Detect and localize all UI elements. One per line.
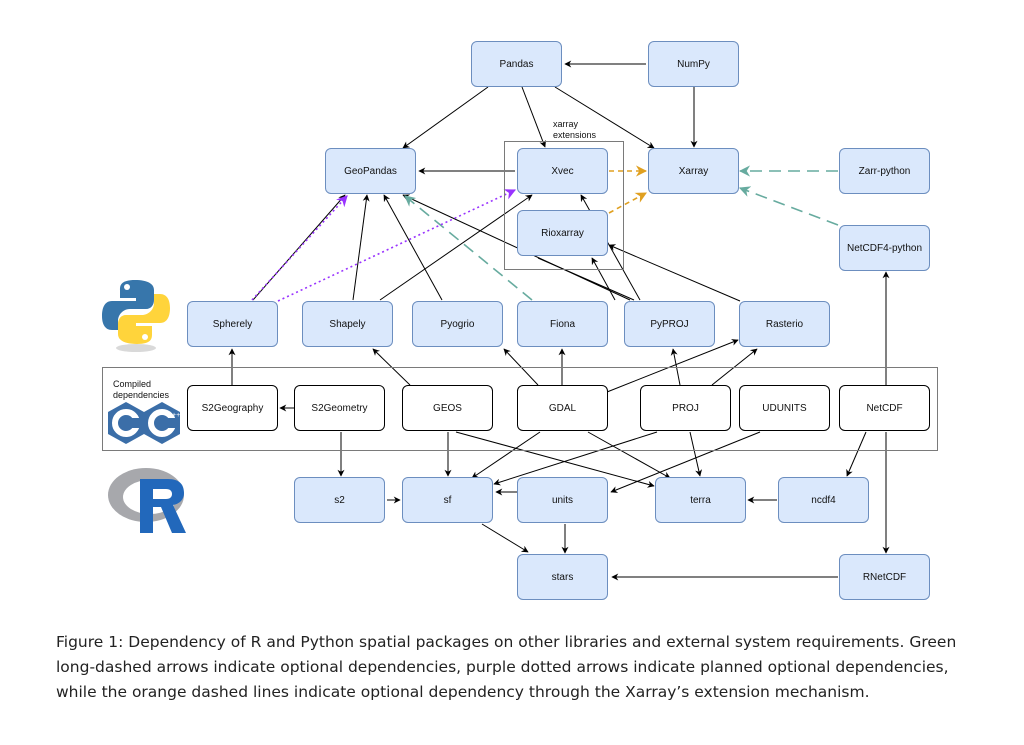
node-netcdf4-python: NetCDF4-python [839, 225, 930, 271]
edge-spherely-geopandas-planned [251, 195, 348, 301]
edge-proj-terra [689, 431, 703, 477]
compiled-dependencies-frame [102, 367, 938, 451]
node-sf: sf [402, 477, 493, 523]
edge-geos-terra [455, 431, 655, 488]
node-udunits: UDUNITS [739, 385, 830, 431]
node-fiona: Fiona [517, 301, 608, 347]
r-logo-icon [108, 468, 186, 533]
edge-spherely-xvec-planned [277, 189, 517, 302]
node-rasterio: Rasterio [739, 301, 830, 347]
edge-netcdf-ncdf4 [846, 431, 867, 477]
edge-pyproj-geopandas [402, 194, 631, 301]
node-s2geometry: S2Geometry [294, 385, 385, 431]
node-pyogrio: Pyogrio [412, 301, 503, 347]
edge-pandas-xarray [554, 86, 655, 149]
node-geopandas: GeoPandas [325, 148, 416, 194]
node-terra: terra [655, 477, 746, 523]
edge-pandas-xvec [521, 86, 547, 148]
node-netcdf: NetCDF [839, 385, 930, 431]
node-s2: s2 [294, 477, 385, 523]
node-rioxarray: Rioxarray [517, 210, 608, 256]
edge-gdal-terra [587, 431, 671, 479]
node-pyproj: PyPROJ [624, 301, 715, 347]
figure-caption: Figure 1: Dependency of R and Python spa… [56, 633, 957, 701]
edge-rasterio-rioxarray [608, 244, 741, 302]
edge-pandas-geopandas [402, 86, 489, 149]
node-zarr-python: Zarr-python [839, 148, 930, 194]
python-logo-icon [102, 280, 170, 352]
edge-rioxarray-xarray-extension [608, 192, 647, 214]
node-s2geography: S2Geography [187, 385, 278, 431]
xarray-extensions-label: xarray extensions [553, 119, 597, 140]
edge-shapely-geopandas [352, 194, 370, 301]
edge-rasterio-xvec-bridge [537, 257, 635, 301]
node-rnetcdf: RNetCDF [839, 554, 930, 600]
node-geos: GEOS [402, 385, 493, 431]
node-stars: stars [517, 554, 608, 600]
node-numpy: NumPy [648, 41, 739, 87]
node-pandas: Pandas [471, 41, 562, 87]
node-gdal: GDAL [517, 385, 608, 431]
edge-udunits-units [610, 431, 761, 493]
cpp-logo-icon: ++ [108, 402, 180, 444]
edge-fiona-geopandas-optional [404, 195, 533, 301]
edge-pyogrio-geopandas [383, 194, 443, 301]
edge-gdal-rasterio [606, 339, 739, 393]
node-proj: PROJ [640, 385, 731, 431]
edge-netcdf4python-xarray-optional [738, 186, 839, 226]
edge-shapely-xvec [379, 194, 533, 301]
compiled-dependencies-label: Compiled dependencies [113, 379, 170, 400]
node-ncdf4: ncdf4 [778, 477, 869, 523]
node-spherely: Spherely [187, 301, 278, 347]
node-units: units [517, 477, 608, 523]
edge-proj-sf [493, 431, 658, 486]
node-shapely: Shapely [302, 301, 393, 347]
edge-pyproj-rioxarray [591, 257, 616, 301]
svg-text:++: ++ [172, 412, 180, 419]
edge-gdal-sf [471, 431, 541, 479]
node-xvec: Xvec [517, 148, 608, 194]
node-xarray: Xarray [648, 148, 739, 194]
edge-sf-stars [481, 523, 529, 553]
xarray-extensions-frame [504, 141, 624, 270]
